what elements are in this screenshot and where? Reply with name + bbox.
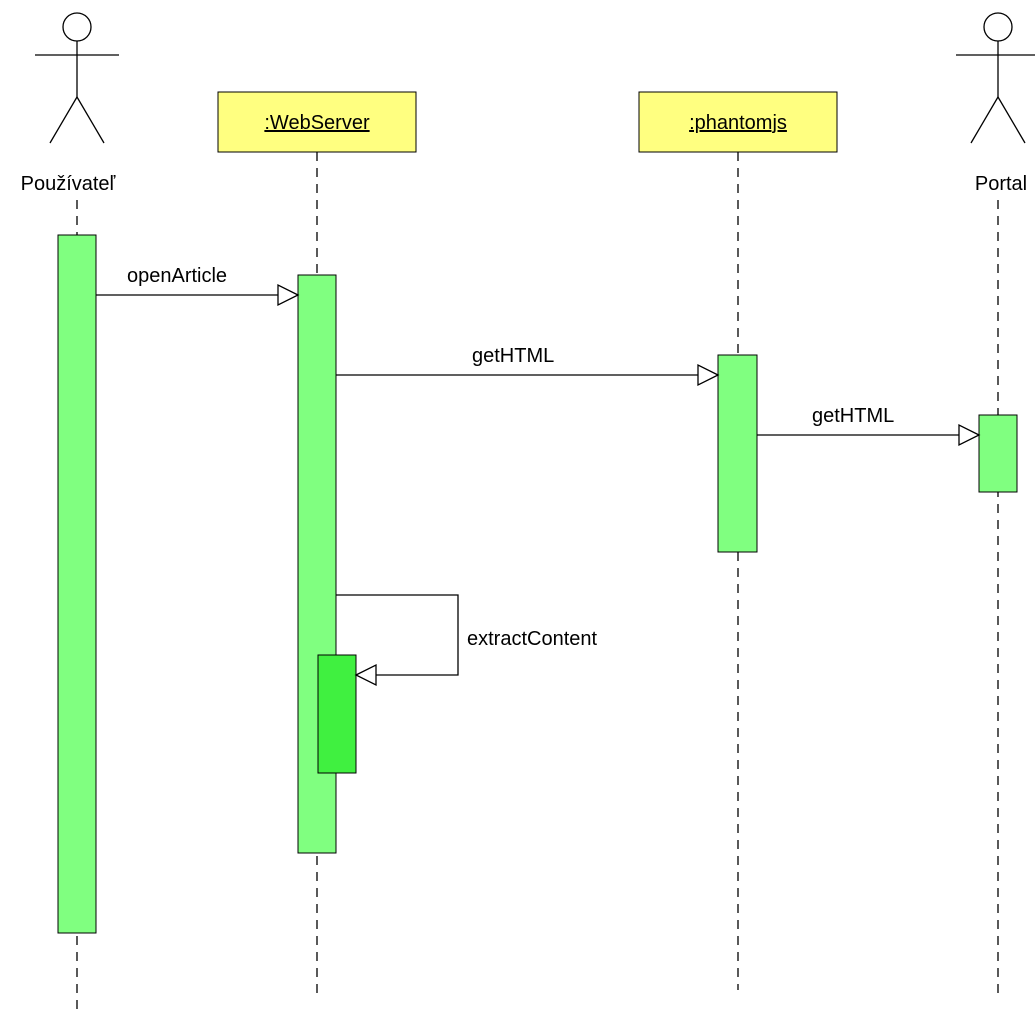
object-webserver: :WebServer (217, 91, 417, 153)
actor-portal-leg-left (970, 96, 999, 144)
activation-user (57, 234, 97, 934)
actor-portal-head (983, 12, 1013, 42)
object-phantomjs: :phantomjs (638, 91, 838, 153)
object-webserver-label: :WebServer (264, 112, 370, 134)
message-extract-content-label: extractContent (467, 628, 598, 650)
message-get-html-2-label: getHTML (812, 405, 894, 427)
message-get-html-2: getHTML (757, 405, 981, 447)
object-phantomjs-label: :phantomjs (689, 112, 787, 134)
actor-portal: Portal (956, 12, 1035, 195)
actor-user-head (62, 12, 92, 42)
message-get-html-2-arrowhead (958, 423, 981, 447)
message-open-article-arrowhead (277, 283, 300, 307)
message-extract-content-line (336, 594, 459, 676)
message-extract-content: extractContent (336, 594, 598, 687)
activation-portal (978, 414, 1018, 493)
activation-phantomjs (717, 354, 758, 553)
actor-portal-leg-right (997, 96, 1026, 144)
actor-portal-label: Portal (975, 173, 1027, 195)
message-get-html-1-label: getHTML (472, 345, 554, 367)
actor-user-leg-right (76, 96, 105, 144)
actor-user-leg-left (49, 96, 78, 144)
message-extract-content-arrowhead (354, 663, 377, 687)
activation-webserver-nested (317, 654, 357, 774)
message-open-article: openArticle (96, 265, 300, 307)
actor-user: Používateľ (21, 12, 119, 195)
message-open-article-label: openArticle (127, 265, 227, 287)
object-webserver-box (217, 91, 417, 153)
actor-user-label: Používateľ (21, 173, 117, 195)
object-phantomjs-box (638, 91, 838, 153)
message-get-html-1-arrowhead (697, 363, 720, 387)
message-get-html-1: getHTML (336, 345, 720, 387)
